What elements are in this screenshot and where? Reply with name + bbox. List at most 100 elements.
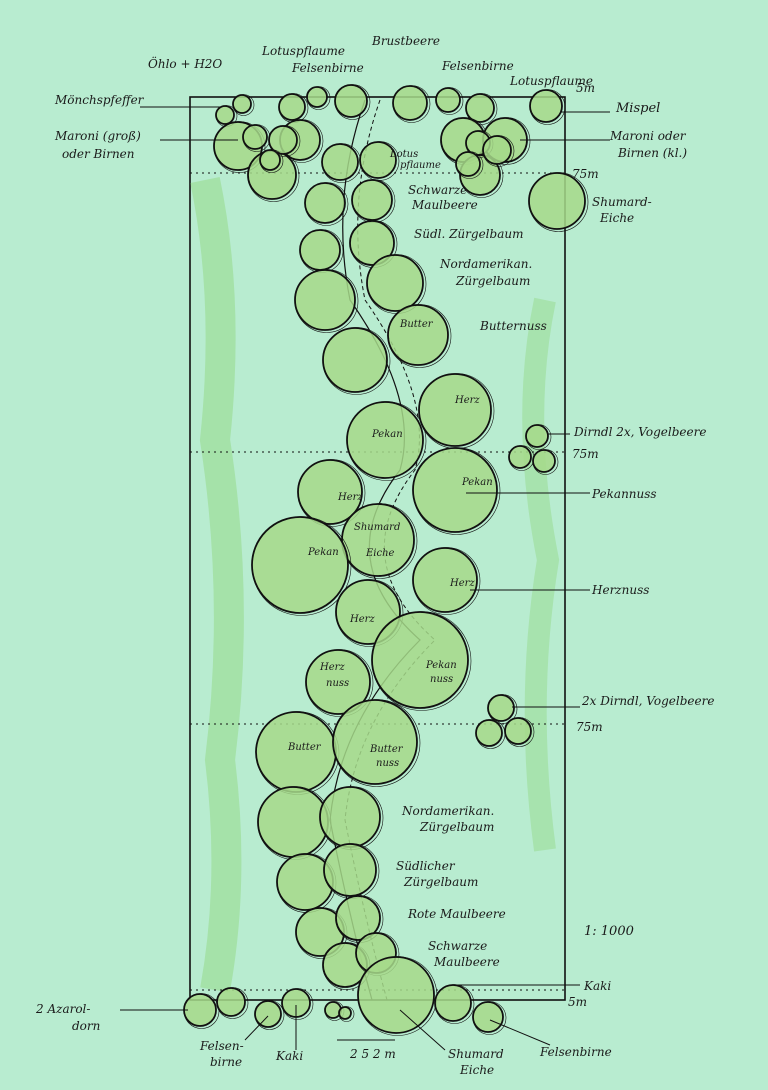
- label-suedlicher: Südlicher: [396, 859, 456, 873]
- label-brustbeere: Brustbeere: [371, 34, 440, 48]
- tree-canopy-outline: [435, 87, 464, 115]
- label-schwarze-maulbeere: Maulbeere: [411, 198, 478, 212]
- tree-label: Butter: [399, 319, 434, 330]
- tree-canopy-outline: [487, 694, 518, 724]
- label-suedl-zuergelbaum: Südl. Zürgelbaum: [414, 227, 523, 241]
- tree-label: nuss: [376, 758, 399, 769]
- label-herznuss: Herznuss: [591, 583, 649, 597]
- tree-label: Herz: [454, 395, 480, 406]
- tree-canopy-outline: [346, 401, 427, 481]
- label-dirndl: 2x Dirndl, Vogelbeere: [581, 694, 714, 708]
- label-ohlo: Öhlo + H2O: [148, 55, 222, 71]
- label-shumard: Eiche: [459, 1063, 494, 1077]
- tree-canopy-outline: [216, 987, 249, 1019]
- label-azaroldorn: dorn: [72, 1019, 100, 1033]
- label-shumard: Shumard: [448, 1047, 504, 1061]
- tree-canopy-outline: [338, 1006, 355, 1022]
- label-kaki: Kaki: [275, 1049, 303, 1063]
- tree-canopy-outline: [412, 447, 501, 535]
- tree-canopy-outline: [306, 86, 331, 110]
- tree-canopy-outline: [532, 449, 559, 475]
- tree-label: Herz: [337, 492, 363, 503]
- tree-label: Butter: [369, 744, 404, 755]
- tree-canopy-outline: [322, 327, 391, 395]
- tree-labels: Butter Herz Pekan Pekan Herz Shumard Eic…: [287, 319, 493, 769]
- distance-label: 75m: [576, 720, 603, 734]
- label-maroni: Maroni (groß): [54, 129, 141, 143]
- label-felsenbirne: Felsenbirne: [441, 59, 514, 73]
- tree-canopy-outline: [392, 85, 431, 123]
- tree-label: Shumard: [354, 522, 400, 533]
- tree-canopy-outline: [334, 84, 371, 120]
- tree-label: Herz: [319, 662, 345, 673]
- distance-label: 5m: [576, 81, 595, 95]
- scale-label: 1: 1000: [584, 924, 634, 939]
- tree-canopy-outline: [232, 94, 255, 116]
- label-pekannuss: Pekannuss: [591, 487, 657, 501]
- label-schwarze-maulbeere: Schwarze: [428, 939, 487, 953]
- tree-canopy-outline: [251, 516, 352, 616]
- label-nordamerik: Nordamerikan.: [439, 257, 532, 271]
- tree-label: Herz: [349, 614, 375, 625]
- tree-canopy-outline: [294, 269, 359, 333]
- tree-canopy-outline: [412, 547, 481, 615]
- tree-canopy-outline: [254, 1000, 285, 1030]
- label-suedlicher: Zürgelbaum: [403, 875, 478, 889]
- label-felsenbirne: Felsenbirne: [539, 1045, 612, 1059]
- label-butternuss: Butternuss: [479, 319, 547, 333]
- tree-canopy-outline: [482, 135, 515, 167]
- tree-label: Eiche: [365, 548, 395, 559]
- distance-label: 5m: [568, 995, 587, 1009]
- label-schwarze-maulbeere: Schwarze: [408, 183, 467, 197]
- label-nordamerik: Zürgelbaum: [419, 820, 494, 834]
- tree-canopy-outline: [305, 649, 374, 717]
- dimension-label: 2 5 2 m: [349, 1047, 396, 1061]
- tree-label: nuss: [430, 674, 453, 685]
- label-lotuspflaume: Lotuspflaume: [509, 74, 593, 88]
- tree-canopy-outline: [335, 579, 404, 647]
- tree-canopy-outline: [213, 121, 266, 173]
- distance-label: 75m: [572, 167, 599, 181]
- label-mispel: Mispel: [615, 101, 660, 116]
- label-nordamerik: Nordamerikan.: [401, 804, 494, 818]
- tree-group: [183, 84, 589, 1036]
- tree-canopy-outline: [387, 304, 452, 368]
- label-felsenbirne: Felsenbirne: [291, 61, 364, 75]
- label-moenchspfeffer: Mönchspfeffer: [54, 93, 145, 107]
- tree-label: nuss: [326, 678, 349, 689]
- distance-label: 75m: [572, 447, 599, 461]
- label-felsenbirne: Felsen-: [199, 1039, 244, 1053]
- tree-canopy-outline: [332, 699, 421, 787]
- tree-canopy-outline: [529, 89, 566, 125]
- label-maroni: Maroni oder: [609, 129, 687, 143]
- tree-canopy-outline: [371, 611, 472, 711]
- label-kaki: Kaki: [583, 979, 611, 993]
- tree-canopy-outline: [455, 151, 484, 179]
- tree-label: Butter: [287, 742, 322, 753]
- tree-canopy-outline: [304, 182, 349, 226]
- label-schwarze-maulbeere: Maulbeere: [433, 955, 500, 969]
- tree-label: Pekan: [371, 429, 403, 440]
- tree-canopy-outline: [268, 125, 301, 157]
- label-dirndl: Dirndl 2x, Vogelbeere: [573, 425, 706, 439]
- label-maroni: Birnen (kl.): [617, 146, 687, 160]
- label-lotuspflaume: Lotuspflaume: [261, 44, 345, 58]
- label-lotus: Lotus: [389, 149, 418, 160]
- tree-label: Pekan: [307, 547, 339, 558]
- tree-canopy-outline: [525, 424, 552, 450]
- tree-canopy-outline: [281, 988, 314, 1020]
- label-nordamerik: Zürgelbaum: [455, 274, 530, 288]
- label-lotus: pflaume: [400, 160, 441, 171]
- tree-canopy-outline: [259, 149, 284, 173]
- label-rote-maulbeere: Rote Maulbeere: [407, 907, 506, 921]
- tree-label: Herz: [449, 578, 475, 589]
- label-maroni: oder Birnen: [62, 147, 135, 161]
- leader-lines: [120, 106, 610, 1051]
- label-shumard: Eiche: [599, 211, 634, 225]
- tree-canopy-outline: [472, 1001, 507, 1035]
- label-azaroldorn: 2 Azarol-: [35, 1002, 90, 1016]
- labels: Mönchspfeffer Öhlo + H2O Lotuspflaume Br…: [35, 34, 714, 1077]
- label-shumard: Shumard-: [592, 195, 652, 209]
- tree-label: Pekan: [425, 660, 457, 671]
